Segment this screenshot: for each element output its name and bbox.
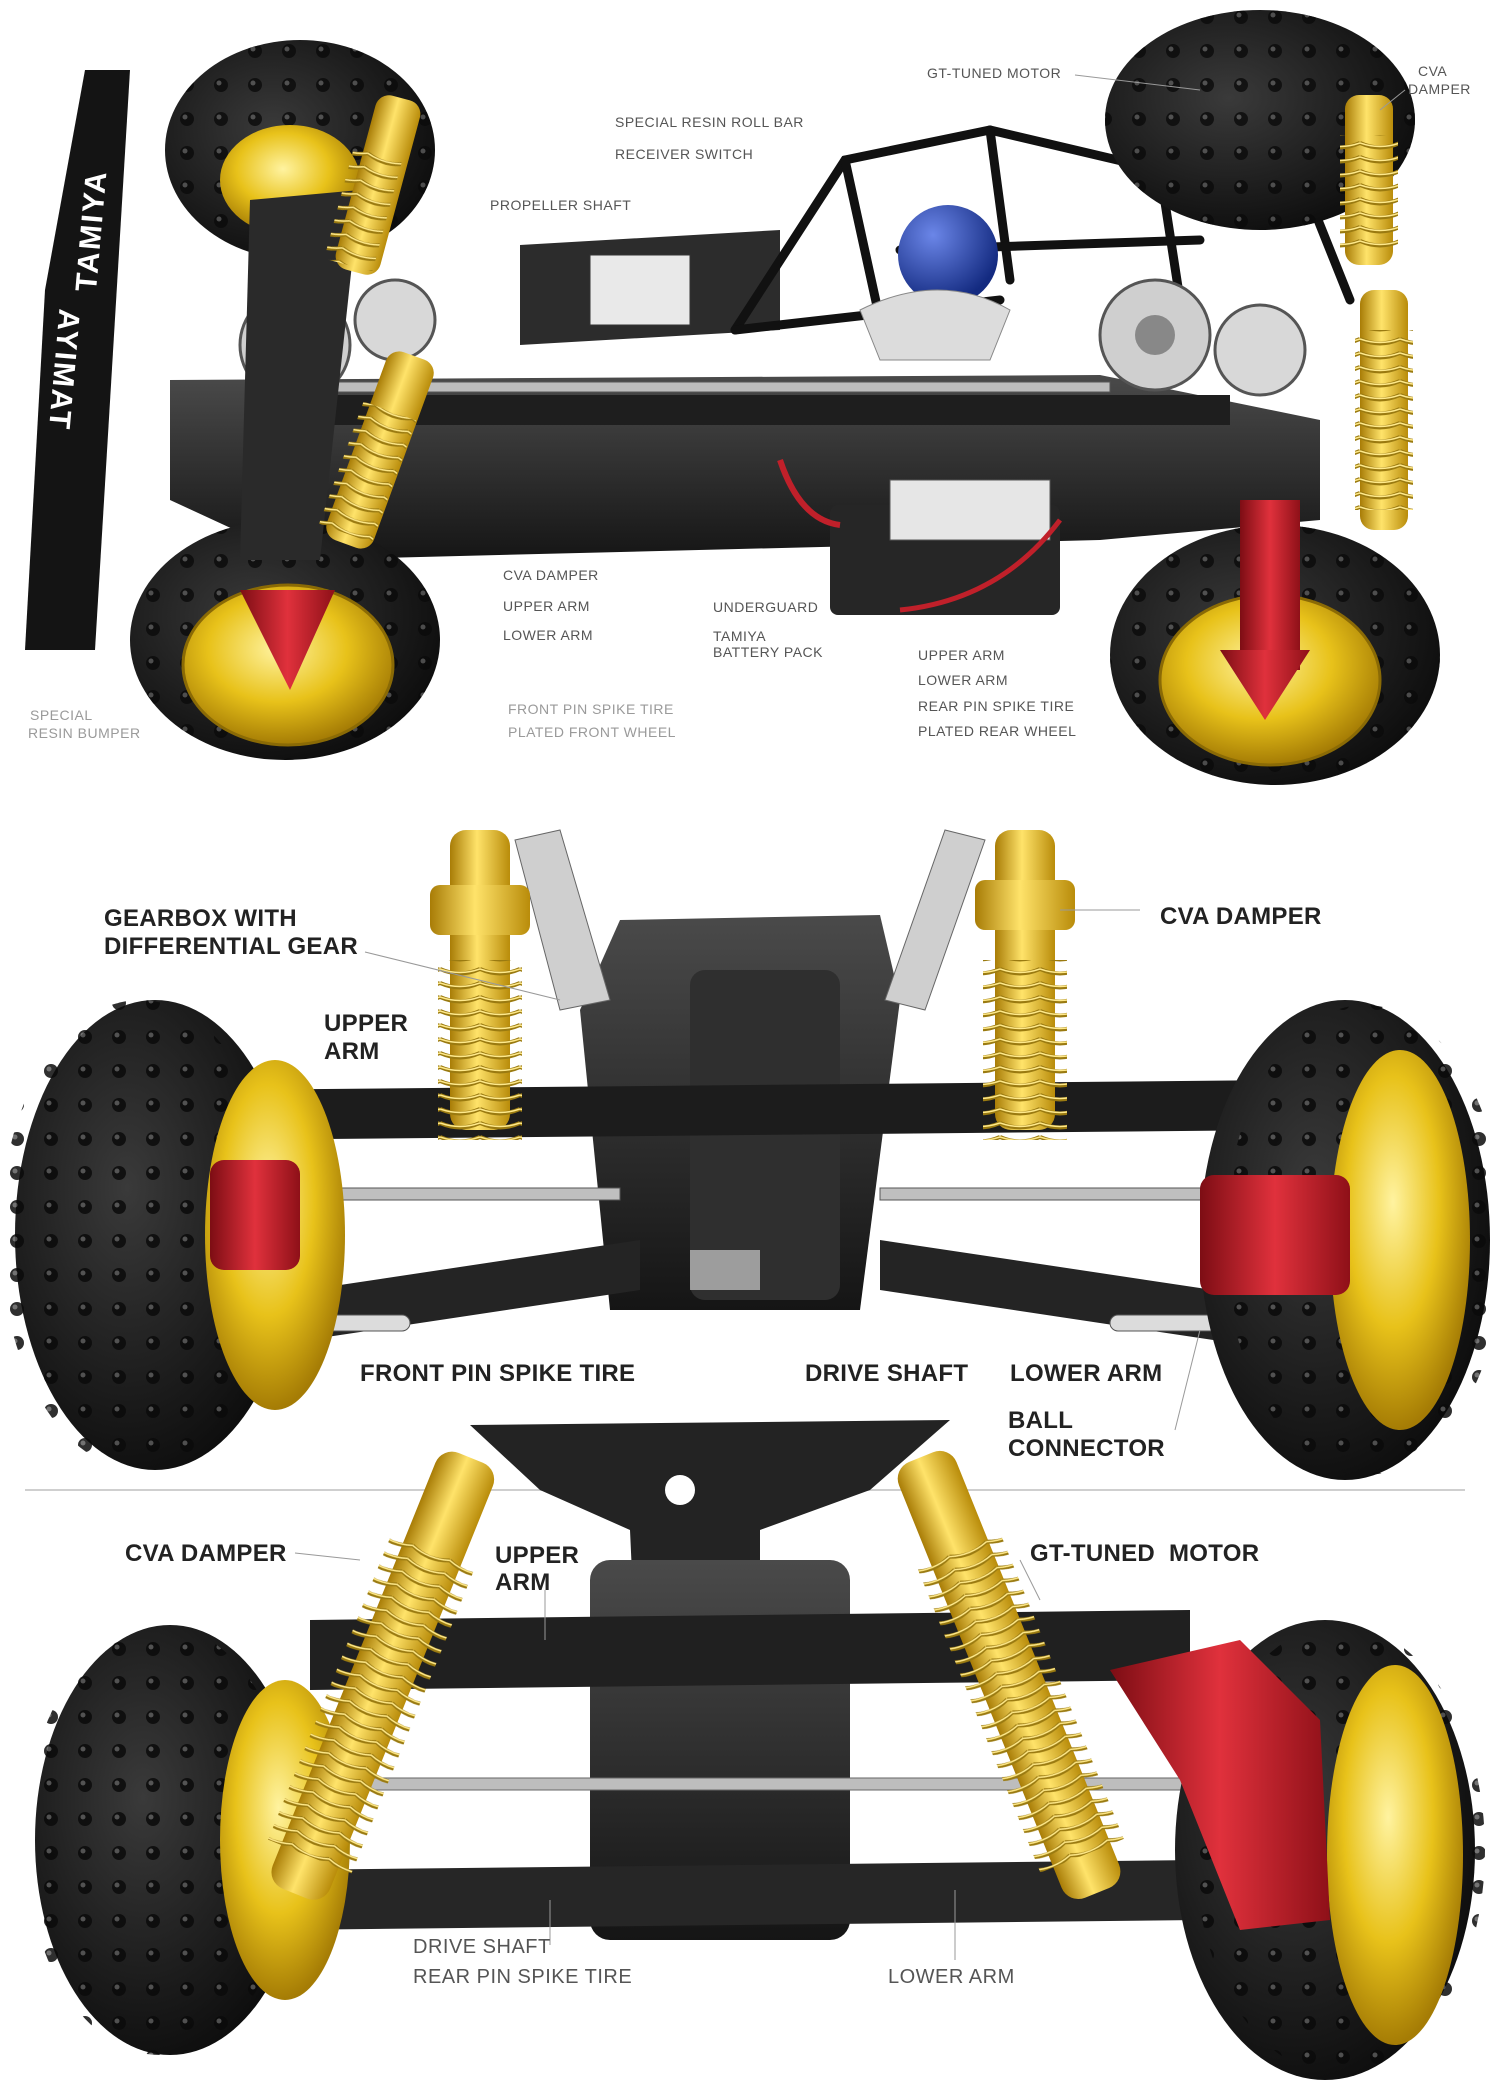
label-rear-cva-damper: CVA DAMPER — [125, 1540, 287, 1567]
label-side-cva-damper-2: DAMPER — [1408, 81, 1471, 97]
label-side-rear-upper-arm: UPPER ARM — [918, 647, 1005, 663]
battery-wire — [777, 459, 841, 528]
label-side-roll-bar: SPECIAL RESIN ROLL BAR — [615, 114, 804, 130]
front-tire-left — [0, 1000, 345, 1470]
side-damper-rear-1 — [1340, 95, 1398, 265]
label-rear-upper-arm-2: ARM — [495, 1569, 551, 1596]
side-rear-tire-top — [1105, 10, 1415, 230]
label-side-propeller-shaft: PROPELLER SHAFT — [490, 197, 632, 213]
label-front-upper-arm-2: ARM — [324, 1038, 380, 1065]
label-rear-lower-arm: LOWER ARM — [888, 1966, 1015, 1988]
propeller-shaft — [329, 381, 1111, 393]
front-hub-red — [240, 590, 335, 690]
label-front-ball-connector-1: BALL — [1008, 1407, 1074, 1434]
label-side-upper-arm: UPPER ARM — [503, 598, 590, 614]
front-gear-2 — [353, 278, 437, 362]
speed-controller — [889, 479, 1051, 541]
front-knuckle-left — [210, 1160, 300, 1270]
label-front-cva-damper: CVA DAMPER — [1160, 903, 1322, 930]
rear-tire-right — [1110, 1620, 1485, 2080]
side-damper-rear-2 — [1355, 290, 1413, 530]
label-side-cva-damper-1: CVA — [1418, 63, 1448, 79]
rear-upright-red — [1240, 500, 1300, 670]
label-front-lower-arm: LOWER ARM — [1010, 1360, 1163, 1387]
driver-body — [859, 289, 1011, 361]
label-side-rear-lower-arm: LOWER ARM — [918, 672, 1009, 688]
side-front-tire-bottom — [130, 520, 440, 760]
receiver-box — [589, 254, 691, 326]
label-front-pin-spike-tire: FRONT PIN SPIKE TIRE — [360, 1360, 636, 1387]
label-rear-pin-spike-tire: REAR PIN SPIKE TIRE — [413, 1966, 633, 1988]
rear-damper-right — [897, 1450, 1124, 1900]
rear-damper-left — [268, 1451, 495, 1900]
label-side-battery-1: TAMIYA — [713, 628, 767, 644]
rear-lower-arm — [280, 1860, 1200, 1930]
label-front-drive-shaft: DRIVE SHAFT — [805, 1360, 969, 1387]
label-side-bumper-1: SPECIAL — [30, 707, 93, 723]
label-side-cva-damper: CVA DAMPER — [503, 567, 599, 583]
label-front-upper-arm-1: UPPER — [324, 1010, 409, 1037]
side-damper-front-2 — [319, 351, 434, 549]
side-rail — [330, 395, 1230, 425]
rear-hub-red — [1110, 1640, 1330, 1930]
driver-helmet — [898, 205, 998, 305]
front-tire-right — [1200, 1000, 1500, 1480]
front-damper-left — [430, 830, 530, 1140]
rear-tire-left — [25, 1625, 350, 2055]
label-side-battery-2: BATTERY PACK — [713, 644, 823, 660]
label-side-plated-rear-wheel: PLATED REAR WHEEL — [918, 723, 1077, 739]
label-front-ball-connector-2: CONNECTOR — [1008, 1435, 1165, 1462]
front-arm — [240, 190, 360, 560]
label-side-underguard: UNDERGUARD — [713, 599, 819, 615]
label-rear-drive-shaft: DRIVE SHAFT — [413, 1936, 551, 1958]
label-front-gearbox-2: DIFFERENTIAL GEAR — [104, 933, 358, 960]
rear-gear-2 — [1213, 303, 1307, 397]
label-rear-gt-tuned-motor: GT-TUNED MOTOR — [1030, 1540, 1260, 1567]
side-rear-tire-bottom — [1110, 500, 1440, 785]
label-side-front-pin-spike-tire: FRONT PIN SPIKE TIRE — [508, 701, 674, 717]
damper-tower-right — [884, 829, 986, 1011]
label-side-gt-tuned-motor: GT-TUNED MOTOR — [927, 65, 1062, 81]
rear-view — [25, 1420, 1485, 2080]
front-bumper — [25, 70, 130, 650]
label-side-bumper-2: RESIN BUMPER — [28, 725, 141, 741]
label-side-rear-pin-spike-tire: REAR PIN SPIKE TIRE — [918, 698, 1075, 714]
label-side-plated-front-wheel: PLATED FRONT WHEEL — [508, 724, 676, 740]
upper-arm-front — [215, 1080, 1290, 1140]
drive-shaft-right — [879, 1187, 1211, 1201]
label-front-gearbox-1: GEARBOX WITH — [104, 905, 297, 932]
front-view — [0, 829, 1500, 1480]
label-side-lower-arm: LOWER ARM — [503, 627, 594, 643]
label-rear-upper-arm-1: UPPER — [495, 1542, 580, 1569]
damper-tower-left — [514, 829, 611, 1011]
front-damper-right — [975, 830, 1075, 1140]
side-view — [25, 10, 1440, 785]
label-side-receiver-switch: RECEIVER SWITCH — [615, 146, 754, 162]
front-knuckle-right — [1200, 1175, 1350, 1295]
side-damper-front-1 — [324, 95, 421, 275]
